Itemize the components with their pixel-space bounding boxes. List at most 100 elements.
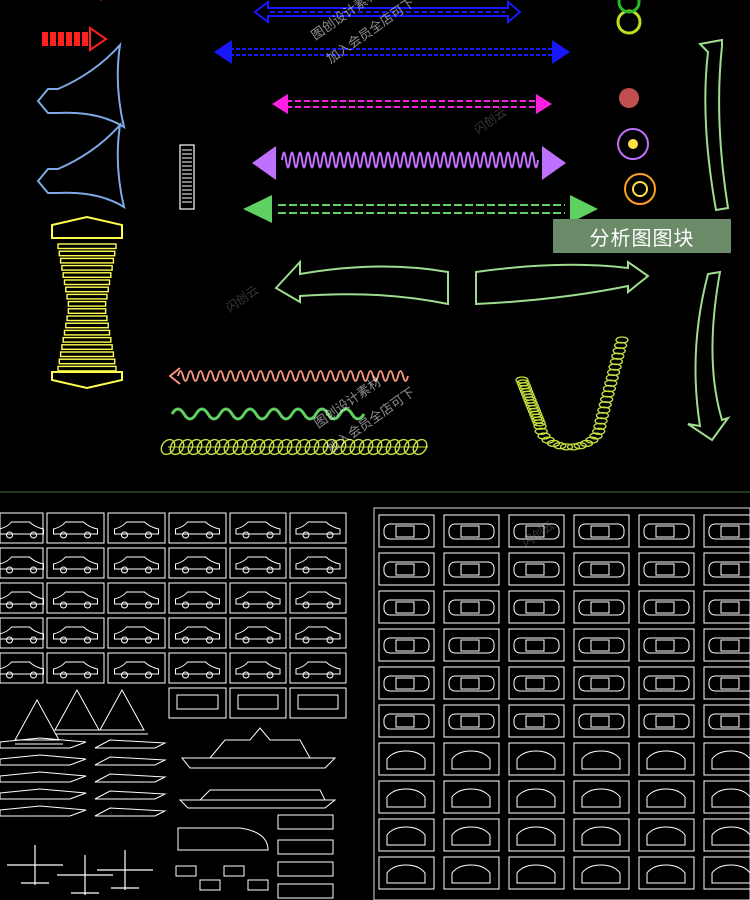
top-car-cell xyxy=(443,666,500,700)
car-roof xyxy=(655,677,675,690)
car-roof xyxy=(655,601,675,614)
bus-icon xyxy=(277,883,334,899)
car-wheel xyxy=(6,671,13,679)
red-dash-4 xyxy=(74,32,80,46)
car-wheel xyxy=(326,566,334,574)
car-top-icon xyxy=(383,599,430,616)
salmon-wave xyxy=(177,370,409,382)
rope-link xyxy=(259,438,275,456)
magenta-dashed-arrow-head-left xyxy=(272,94,288,114)
yellow-bar-9 xyxy=(67,308,107,314)
green-dashed-arrow xyxy=(243,195,598,223)
car-top-icon xyxy=(578,599,625,616)
red-dash-5 xyxy=(82,32,88,46)
analysis-blocks-label: 分析图图块 xyxy=(553,219,731,253)
rope-link xyxy=(385,438,401,456)
boat-icon xyxy=(0,737,87,749)
light-blue-flare-arrow-1 xyxy=(36,41,126,130)
car-cell xyxy=(168,617,227,649)
car-front-icon xyxy=(646,864,686,884)
u-spring-coil xyxy=(553,442,567,450)
car-wheel xyxy=(6,531,13,539)
rope-link xyxy=(169,438,185,456)
bus-icon xyxy=(277,814,334,830)
u-spring-coil xyxy=(615,336,629,344)
bus-icon xyxy=(277,839,334,855)
car-cell xyxy=(46,512,105,544)
marker-purple-ring xyxy=(617,128,649,160)
yellow-bar-16 xyxy=(58,358,116,365)
rope-link xyxy=(304,438,320,456)
top-car-cell xyxy=(443,742,500,776)
curve-right-up xyxy=(697,38,730,212)
car-cell xyxy=(46,652,105,684)
car-cell xyxy=(0,617,44,649)
car-roof xyxy=(525,601,545,614)
top-car-cell xyxy=(378,704,435,738)
car-wheel xyxy=(84,531,91,539)
salmon-head xyxy=(168,367,181,385)
car-top-icon xyxy=(643,713,690,730)
car-wheel xyxy=(206,531,213,539)
car-wheel xyxy=(84,671,91,679)
top-car-cell xyxy=(378,666,435,700)
light-blue-flare-arrow-2 xyxy=(36,121,126,210)
yellow-bar-3 xyxy=(61,264,113,271)
car-cell xyxy=(168,652,227,684)
car-wheel xyxy=(242,601,250,609)
blue-dashed-arrow-head-left xyxy=(214,40,232,64)
car-side-icon xyxy=(114,591,159,605)
car-front-icon xyxy=(451,750,491,770)
car-top-icon xyxy=(708,561,750,578)
car-wheel xyxy=(206,671,213,679)
green-wave-line xyxy=(170,407,366,421)
pale-green-curves xyxy=(274,38,731,442)
top-car-cell xyxy=(378,742,435,776)
car-top-icon xyxy=(383,675,430,692)
yellow-bar-13 xyxy=(62,336,112,343)
car-top-icon xyxy=(708,637,750,654)
car-wheel xyxy=(60,531,67,539)
car-cell xyxy=(46,617,105,649)
train-icon xyxy=(177,827,269,851)
car-wheel xyxy=(30,566,37,574)
car-top-icon xyxy=(448,713,495,730)
car-roof xyxy=(720,601,740,614)
car-wheel xyxy=(206,601,213,609)
top-car-cell xyxy=(703,628,750,662)
u-spring-coil xyxy=(585,436,599,444)
boat-icon xyxy=(94,807,167,817)
yellow-bar-1 xyxy=(58,250,116,257)
green-wave xyxy=(170,407,366,421)
car-wheel xyxy=(121,531,128,539)
car-front-icon xyxy=(386,864,426,884)
vehicle-icon xyxy=(175,865,197,877)
car-front-icon xyxy=(516,864,556,884)
car-top-icon xyxy=(578,713,625,730)
car-top-icon xyxy=(708,675,750,692)
braided-rope xyxy=(160,438,428,456)
car-wheel xyxy=(30,671,37,679)
vehicle-icon xyxy=(199,879,221,891)
car-wheel xyxy=(302,601,310,609)
car-side-icon xyxy=(53,521,98,535)
red-dash-2 xyxy=(58,32,64,46)
car-roof xyxy=(395,677,415,690)
car-wheel xyxy=(84,601,91,609)
light-blue-flare-arrow-1-shape xyxy=(36,41,126,130)
warship-icon xyxy=(180,727,337,769)
car-side-icon xyxy=(175,626,220,640)
red-dash-0 xyxy=(42,32,48,46)
car-side-icon xyxy=(295,556,341,570)
top-car-cell xyxy=(638,628,695,662)
rope-link xyxy=(196,438,212,456)
magenta-dashed-arrow xyxy=(272,94,552,114)
car-wheel xyxy=(60,671,67,679)
car-top-icon xyxy=(513,561,560,578)
car-top-icon xyxy=(448,523,495,540)
car-roof xyxy=(720,639,740,652)
car-top-icon xyxy=(383,561,430,578)
top-car-cell xyxy=(508,590,565,624)
yellow-bar-8 xyxy=(67,300,107,307)
car-side-icon xyxy=(53,556,98,570)
